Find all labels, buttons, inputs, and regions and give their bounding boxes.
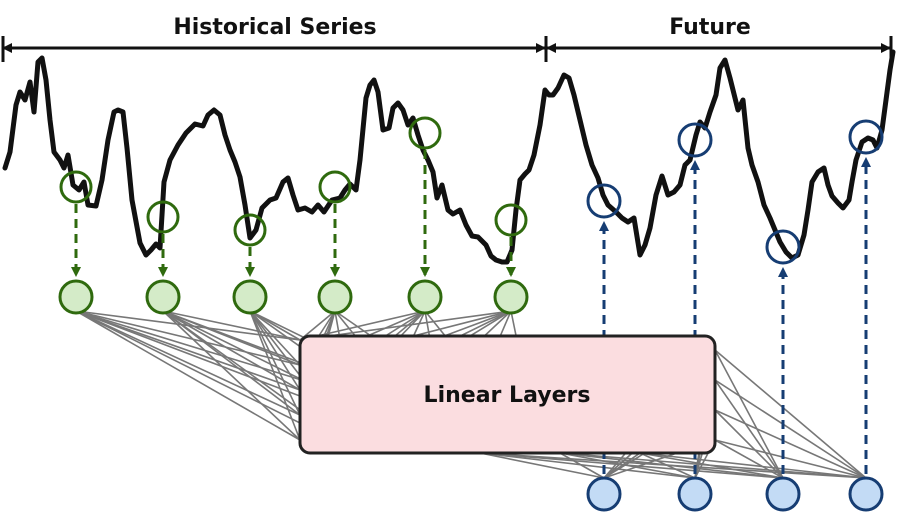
- input-node: [58, 279, 94, 315]
- connection-line-in: [249, 310, 301, 366]
- input-sample-ring: [408, 116, 442, 150]
- output-node: [848, 476, 884, 512]
- connection-line-in: [249, 310, 301, 416]
- linear-layers-label: Linear Layers: [424, 383, 591, 408]
- linear-layers-box: [298, 334, 717, 455]
- output-connections: [479, 349, 867, 479]
- connection-line-in: [162, 310, 301, 441]
- input-sample-ring: [318, 170, 352, 204]
- historical-label-bg: [170, 10, 380, 40]
- input-sample-rings: [59, 116, 528, 247]
- connection-line-out: [714, 409, 784, 479]
- connection-line-out: [479, 452, 784, 479]
- input-node: [493, 279, 529, 315]
- output-sample-ring: [677, 122, 713, 158]
- connection-line-out: [639, 452, 867, 479]
- input-node: [407, 279, 443, 315]
- connection-line-in: [75, 310, 301, 391]
- input-node: [232, 279, 268, 315]
- output-sample-ring: [848, 119, 884, 155]
- connection-line-out: [714, 409, 867, 479]
- connection-line-in: [162, 310, 301, 391]
- connection-line-out: [714, 349, 784, 479]
- connection-line-out: [479, 452, 867, 479]
- connection-line-out: [714, 439, 867, 479]
- connection-line-out: [559, 452, 867, 479]
- output-node: [677, 476, 713, 512]
- future-label: Future: [669, 15, 751, 40]
- input-sample-ring: [59, 170, 93, 204]
- input-node: [145, 279, 181, 315]
- output-sample-rings: [586, 119, 884, 265]
- output-node: [586, 476, 622, 512]
- connection-line-out: [479, 452, 605, 479]
- connection-line-in: [249, 310, 301, 441]
- input-dashed-arrows: [71, 150, 516, 277]
- connection-line-in: [299, 310, 336, 341]
- output-sample-ring: [586, 183, 622, 219]
- input-sample-ring: [233, 213, 267, 247]
- connection-line-in: [162, 310, 301, 341]
- output-node: [765, 476, 801, 512]
- connection-line-out: [714, 379, 784, 479]
- time-series-line: [2, 49, 896, 265]
- historical-series-label: Historical Series: [173, 15, 376, 40]
- output-sample-ring: [765, 229, 801, 265]
- connection-line-in: [75, 310, 301, 366]
- output-nodes: [586, 476, 884, 512]
- connection-line-in: [75, 310, 301, 441]
- input-sample-ring: [494, 203, 528, 237]
- future-label-bg: [662, 10, 758, 40]
- connection-line-out: [714, 349, 867, 479]
- connection-line-out: [714, 379, 867, 479]
- input-nodes: [58, 279, 529, 315]
- input-node: [317, 279, 353, 315]
- connection-line-out: [479, 452, 696, 479]
- input-sample-ring: [146, 200, 180, 234]
- connection-line-in: [75, 310, 301, 416]
- connection-line-in: [249, 310, 301, 391]
